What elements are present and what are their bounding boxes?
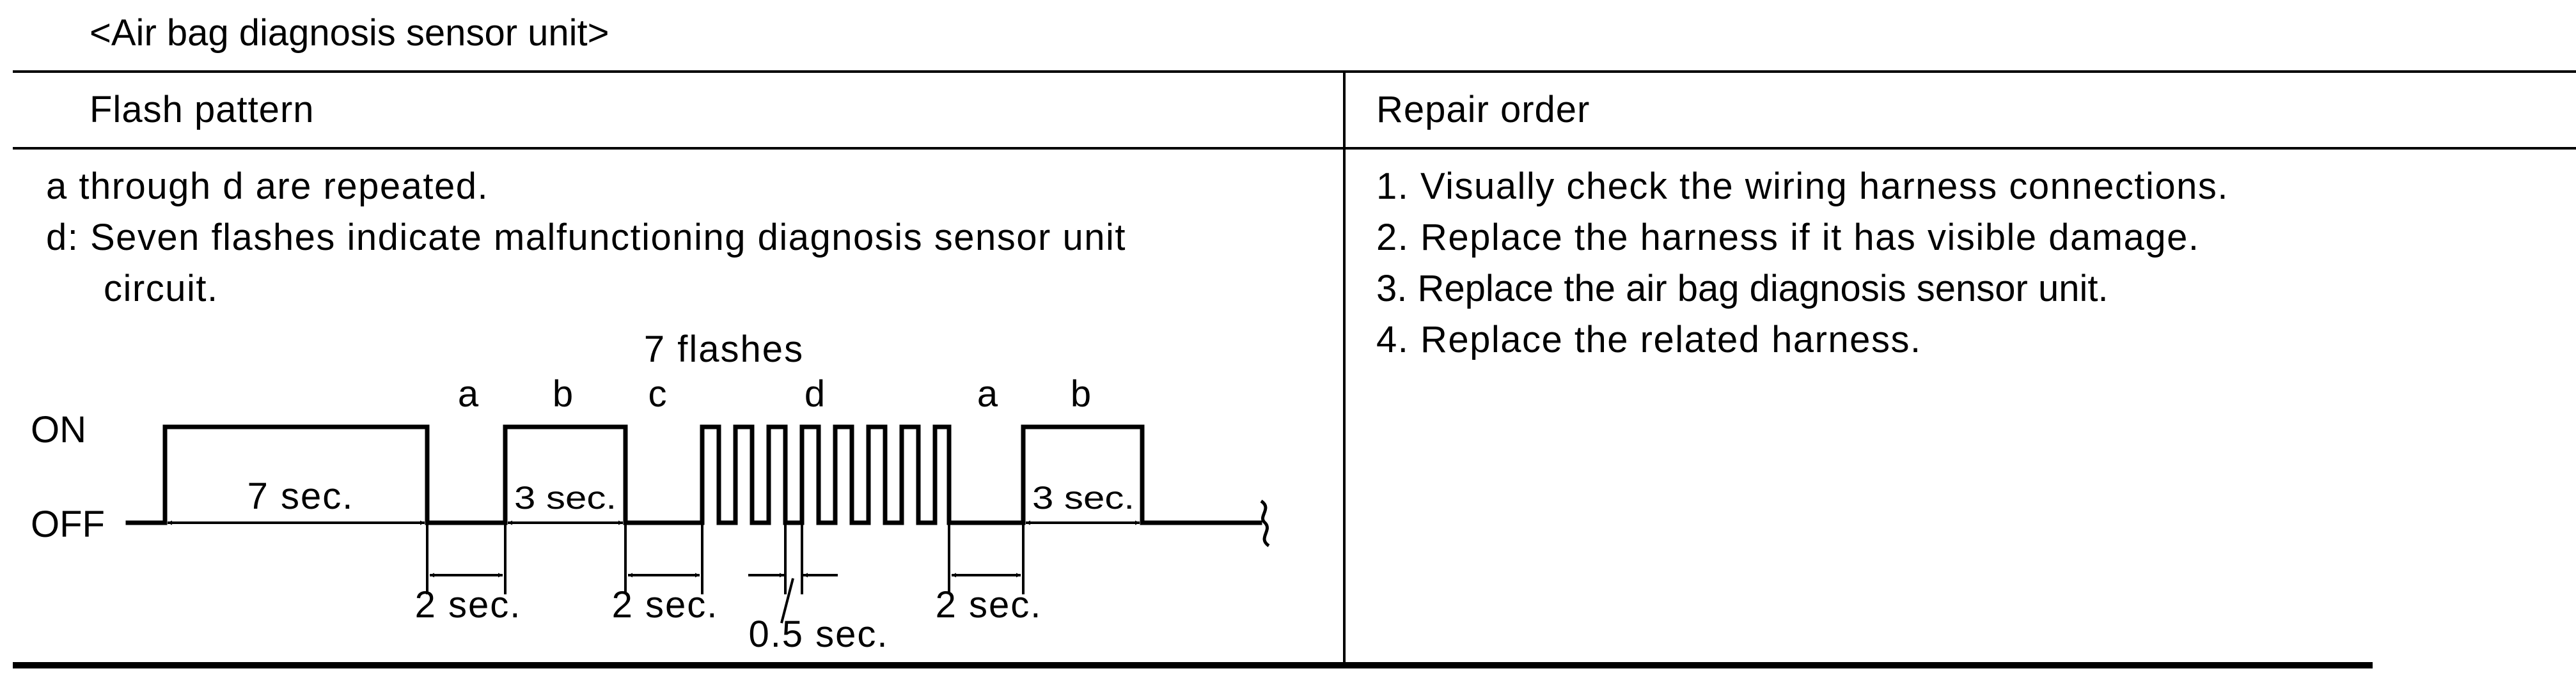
repair-step-1: 1. Visually check the wiring harness con… [1376, 166, 2229, 207]
label-seven-flashes: 7 flashes [644, 328, 804, 370]
label-7sec: 7 sec. [247, 475, 354, 517]
label-b-1: b [553, 373, 573, 415]
flash-line-circuit: circuit. [104, 268, 219, 309]
flash-line-seven-flashes: d: Seven flashes indicate malfunctioning… [46, 217, 1126, 258]
flash-line-repeat: a through d are repeated. [46, 166, 489, 207]
table-bottom-rule [13, 662, 2373, 668]
flash-description: a through d are repeated. d: Seven flash… [46, 161, 1325, 314]
label-a-2: a [977, 373, 998, 415]
document-title: <Air bag diagnosis sensor unit> [90, 12, 609, 54]
dim-05sec-leader [780, 578, 794, 624]
label-05sec: 0.5 sec. [748, 614, 888, 655]
label-on: ON [31, 409, 86, 451]
label-b-2: b [1071, 373, 1091, 415]
label-off: OFF [31, 504, 105, 545]
header-flash-pattern: Flash pattern [90, 89, 315, 130]
column-divider [1343, 70, 1346, 665]
table-top-rule [13, 70, 2576, 73]
label-2sec-3: 2 sec. [936, 584, 1042, 626]
signal-continuation-break [1260, 499, 1270, 548]
label-3sec-2: 3 sec. [1032, 480, 1135, 516]
header-bottom-rule [13, 147, 2576, 150]
repair-step-3: 3. Replace the air bag diagnosis sensor … [1376, 268, 2109, 309]
repair-step-4: 4. Replace the related harness. [1376, 319, 1922, 360]
label-c: c [648, 373, 667, 415]
label-a-1: a [458, 373, 479, 415]
label-d: d [805, 373, 825, 415]
repair-step-2: 2. Replace the harness if it has visible… [1376, 217, 2200, 258]
header-repair-order: Repair order [1376, 89, 1590, 130]
label-3sec-1: 3 sec. [514, 480, 617, 516]
label-2sec-2: 2 sec. [612, 584, 719, 626]
repair-steps: 1. Visually check the wiring harness con… [1376, 161, 2229, 366]
flash-timing-diagram: ON OFF 7 flashes a b c d a b 7 sec. 3 se… [31, 328, 1270, 655]
signal-waveform [125, 424, 1262, 525]
label-2sec-1: 2 sec. [415, 584, 522, 626]
